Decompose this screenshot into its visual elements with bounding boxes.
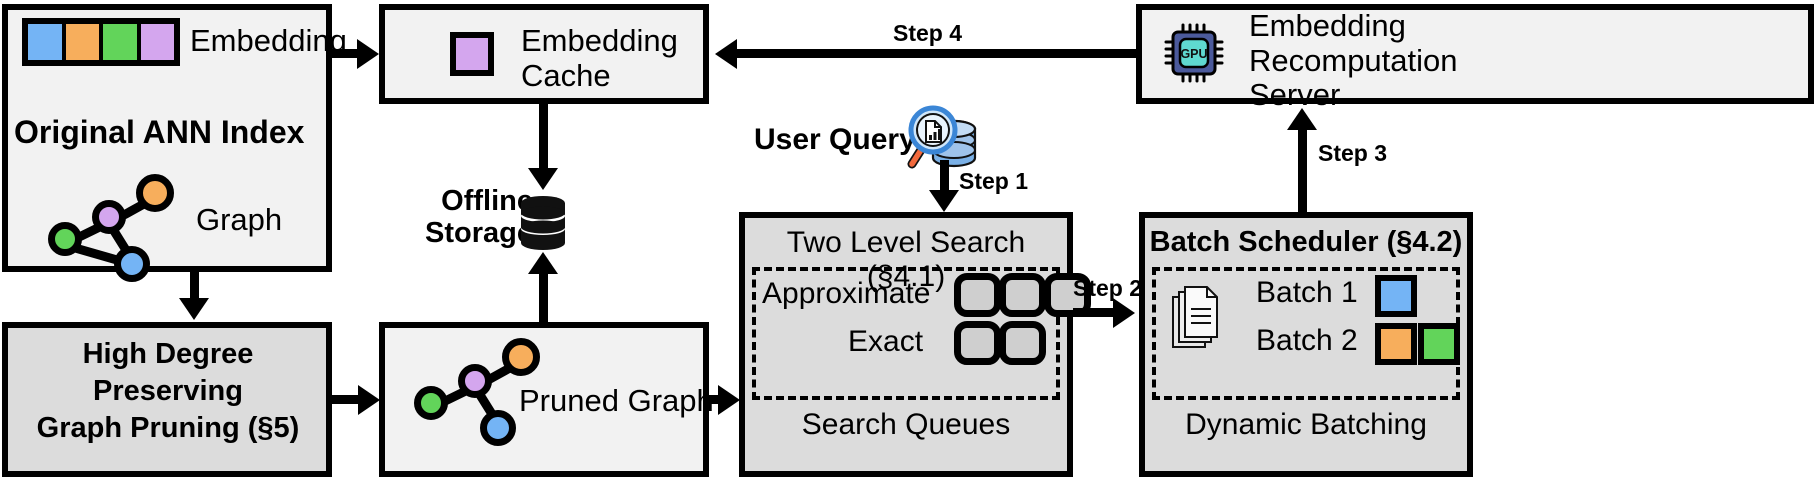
graph-node-blue — [114, 246, 150, 282]
batch-scheduler-title: Batch Scheduler (§4.2) — [1149, 226, 1463, 258]
original-ann-index-label: Original ANN Index — [14, 114, 305, 150]
approximate-queue-cell[interactable] — [954, 273, 1001, 317]
pruned-graph-visual — [406, 334, 546, 446]
graph-node-green — [414, 386, 448, 420]
dynamic-batching-footer: Dynamic Batching — [1185, 408, 1427, 441]
step-4-label: Step 4 — [893, 20, 963, 46]
arrow-step1-line — [940, 160, 949, 196]
arrow-step4-line — [737, 49, 1136, 58]
arrow-step4-head — [715, 39, 737, 69]
graph-node-orange — [502, 338, 540, 376]
recomputation-server-box — [1136, 4, 1814, 104]
step-3-label: Step 3 — [1318, 140, 1388, 166]
arrow-pruning-to-pruned-line — [332, 395, 362, 404]
user-query-label: User Query — [754, 123, 916, 156]
embedding-cell-blue — [28, 24, 66, 60]
embedding-label: Embedding — [190, 23, 347, 58]
search-document-database-icon — [902, 102, 980, 176]
original-graph-label: Graph — [196, 202, 283, 237]
graph-pruning-label: High Degree Preserving Graph Pruning (§5… — [36, 338, 300, 445]
recomputation-server-label: Embedding Recomputation Server — [1249, 8, 1458, 113]
svg-text:GPU: GPU — [1180, 47, 1207, 61]
exact-row-label: Exact — [848, 325, 924, 358]
batch-1-label: Batch 1 — [1256, 276, 1358, 309]
arrow-index-to-cache-line — [332, 49, 360, 58]
batch-2-label: Batch 2 — [1256, 324, 1358, 357]
graph-node-purple — [458, 364, 492, 398]
approximate-row-label: Approximate — [762, 277, 931, 310]
graph-node-blue — [480, 410, 516, 446]
arrow-cache-to-storage-line — [539, 104, 548, 174]
arrow-cache-to-storage-head — [528, 168, 558, 190]
embedding-cache-label: Embedding Cache — [521, 23, 678, 93]
arrow-pruned-to-search-head — [718, 385, 740, 415]
arrow-step2-head — [1113, 298, 1135, 328]
exact-queue-cell[interactable] — [954, 321, 1001, 365]
search-queues-footer: Search Queues — [801, 408, 1011, 441]
graph-node-purple — [92, 200, 126, 234]
graph-node-green — [48, 222, 82, 256]
step-2-label: Step 2 — [1073, 275, 1143, 301]
documents-stack-icon — [1170, 285, 1228, 351]
arrow-pruned-to-storage-head — [528, 252, 558, 274]
graph-node-orange — [136, 174, 174, 212]
embedding-strip — [22, 18, 180, 66]
batch-2-swatch-green — [1418, 323, 1460, 365]
arrow-pruned-to-storage-line — [539, 272, 548, 324]
embedding-cache-box — [379, 4, 709, 104]
search-queues-dashed-region — [752, 267, 1060, 400]
embedding-cache-swatch-icon — [450, 32, 494, 76]
arrow-index-to-cache-head — [357, 39, 379, 69]
batch-2-swatch-orange — [1375, 323, 1417, 365]
arrow-index-to-pruning-line — [190, 272, 199, 304]
database-cylinder-icon — [520, 196, 566, 250]
pruned-graph-label: Pruned Graph — [519, 383, 714, 418]
original-index-graph — [40, 170, 180, 282]
graph-pruning-box — [2, 322, 332, 477]
arrow-step1-head — [929, 190, 959, 212]
two-level-search-title: Two Level Search (§4.1) — [786, 226, 1026, 293]
batch-1-swatch-blue — [1375, 275, 1417, 317]
exact-queue-cell[interactable] — [999, 321, 1046, 365]
arrow-step3-head — [1287, 108, 1317, 130]
arrow-step3-line — [1298, 128, 1307, 214]
approximate-queue-cell[interactable] — [999, 273, 1046, 317]
embedding-cell-purple — [140, 24, 174, 60]
arrow-step2-line — [1073, 308, 1121, 317]
offline-storage-label: Offline Storage — [425, 185, 533, 250]
step-1-label: Step 1 — [959, 168, 1029, 194]
gpu-chip-icon: GPU — [1163, 22, 1225, 84]
arrow-pruning-to-pruned-head — [358, 385, 380, 415]
arrow-index-to-pruning-head — [179, 298, 209, 320]
embedding-cell-green — [103, 24, 141, 60]
embedding-cell-orange — [65, 24, 103, 60]
